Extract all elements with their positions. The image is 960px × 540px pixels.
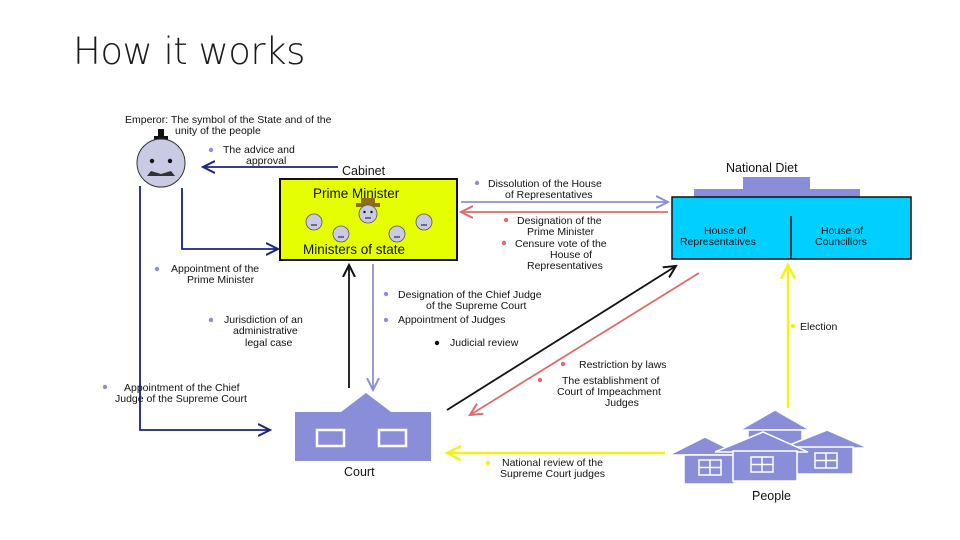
emperor-label: unity of the people — [175, 125, 261, 137]
note-jurisdiction: Jurisdiction of an — [224, 314, 303, 326]
bullet — [383, 317, 389, 323]
bullet — [383, 291, 389, 297]
emperor-icon — [136, 129, 186, 188]
note-designation-pm: Prime Minister — [527, 226, 595, 238]
note-election: Election — [800, 321, 838, 333]
note-dissolution: Dissolution of the House — [488, 178, 602, 190]
emperor-label: Emperor: The symbol of the State and of … — [125, 114, 332, 126]
bullet — [208, 317, 214, 323]
people-houses-icon — [668, 409, 869, 485]
minister-icon — [305, 213, 323, 231]
bullet — [501, 240, 507, 246]
people-label: People — [752, 489, 791, 503]
national-diet-building-icon — [671, 177, 912, 260]
note-restriction: Restriction by laws — [579, 359, 667, 371]
house-of-representatives-label: Representatives — [680, 236, 756, 248]
bullet — [474, 180, 480, 186]
note-designation-chief-judge: Designation of the Chief Judge — [398, 289, 542, 301]
note-jurisdiction: administrative — [233, 325, 298, 337]
bullet — [208, 147, 214, 153]
court-label: Court — [344, 465, 375, 479]
note-designation-chief-judge: of the Supreme Court — [426, 300, 526, 312]
bullet — [485, 460, 491, 466]
arrow-judicial-review — [446, 266, 676, 411]
prime-minister-icon — [356, 198, 380, 224]
note-appoint-chief-judge: Appointment of the Chief — [124, 382, 240, 394]
cabinet-heading: Cabinet — [342, 164, 386, 178]
bullet — [434, 340, 440, 346]
note-jurisdiction: legal case — [245, 337, 292, 349]
note-appoint-chief-judge: Judge of the Supreme Court — [115, 393, 247, 405]
house-of-representatives-label: House of — [704, 225, 746, 237]
minister-icon — [415, 213, 433, 231]
note-censure: Censure vote of the — [515, 238, 607, 250]
slide-title: How it works — [73, 30, 305, 73]
note-advice: The advice and — [223, 144, 295, 156]
note-censure: House of — [550, 249, 592, 261]
bullet — [560, 361, 566, 367]
bullet — [537, 377, 543, 383]
note-designation-pm: Designation of the — [517, 215, 602, 227]
note-appoint-pm: Appointment of the — [171, 263, 259, 275]
arrow-appoint-chief-judge — [139, 186, 270, 430]
note-advice: approval — [246, 155, 286, 167]
national-diet-heading: National Diet — [726, 161, 798, 175]
prime-minister-label: Prime Minister — [313, 186, 400, 201]
note-impeachment: Court of Impeachment — [557, 386, 661, 398]
bullet — [154, 266, 160, 272]
house-of-councillors-label: Councillors — [815, 236, 867, 248]
note-appoint-judges: Appointment of Judges — [398, 314, 505, 326]
bullet — [102, 384, 108, 390]
minister-icon — [388, 225, 406, 243]
bullet — [503, 217, 509, 223]
ministers-label: Ministers of state — [303, 242, 405, 257]
note-national-review: National review of the — [502, 457, 603, 469]
note-national-review: Supreme Court judges — [500, 468, 605, 480]
note-censure: Representatives — [527, 260, 603, 272]
note-appoint-pm: Prime Minister — [187, 274, 255, 286]
arrow-restriction — [470, 272, 700, 415]
note-impeachment: Judges — [605, 397, 639, 409]
note-dissolution: of Representatives — [505, 189, 593, 201]
arrow-appoint-pm — [181, 188, 278, 249]
house-of-councillors-label: House of — [821, 225, 863, 237]
minister-icon — [332, 225, 350, 243]
note-judicial-review: Judicial review — [450, 337, 519, 349]
note-impeachment: The establishment of — [562, 375, 660, 387]
bullet — [790, 323, 796, 329]
court-building-icon — [295, 393, 431, 461]
